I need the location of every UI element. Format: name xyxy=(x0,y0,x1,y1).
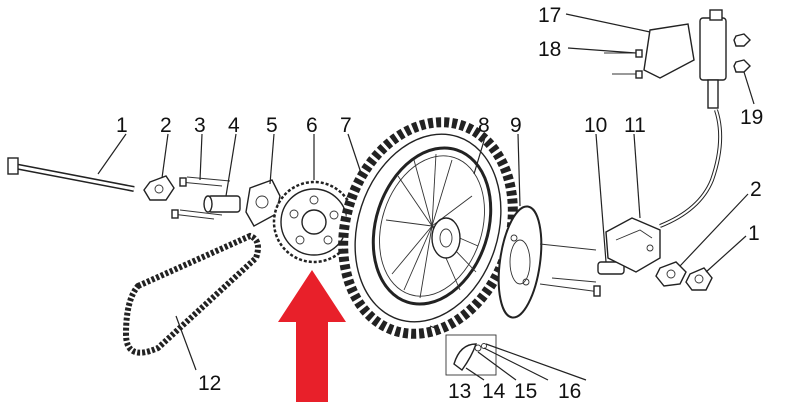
sprocket-bolts xyxy=(171,176,231,220)
label-part-10: 10 xyxy=(584,114,607,137)
drive-chain xyxy=(122,232,261,356)
label-part-6: 6 xyxy=(306,114,318,137)
label-part-9: 9 xyxy=(510,114,522,137)
rear-wheel-tire xyxy=(338,117,518,339)
label-part-3: 3 xyxy=(194,114,206,137)
valve-kit xyxy=(445,334,497,376)
axle-nut xyxy=(143,175,175,201)
axle-nut-right xyxy=(655,261,687,287)
master-cylinder xyxy=(643,9,727,109)
label-part-5: 5 xyxy=(266,114,278,137)
spacer xyxy=(203,195,241,213)
axle-end-cap xyxy=(685,267,713,291)
mount-bolts xyxy=(604,49,643,79)
label-part-15: 15 xyxy=(514,380,537,403)
brake-disc xyxy=(497,205,543,319)
label-part-2: 2 xyxy=(160,114,172,137)
label-part-14: 14 xyxy=(482,380,506,403)
axle xyxy=(7,157,135,192)
label-part-16: 16 xyxy=(558,380,581,403)
label-part-8: 8 xyxy=(478,114,490,137)
rear-caliper xyxy=(605,217,661,273)
callout-labels: 1 2 3 4 5 6 7 8 9 10 11 12 13 14 15 16 1… xyxy=(116,4,763,403)
label-part-4: 4 xyxy=(228,114,240,137)
mount-nuts xyxy=(733,33,751,73)
rear-sprocket xyxy=(272,180,356,264)
label-part-13: 13 xyxy=(448,380,471,403)
label-part-19: 19 xyxy=(740,106,763,129)
red-arrow xyxy=(278,270,346,402)
label-part-2-right: 2 xyxy=(750,178,762,201)
label-part-11: 11 xyxy=(624,114,646,137)
label-part-1: 1 xyxy=(116,114,128,137)
label-part-18: 18 xyxy=(538,38,561,61)
leader-lines xyxy=(97,13,755,381)
label-part-7: 7 xyxy=(340,114,352,137)
label-part-17: 17 xyxy=(538,4,561,27)
label-part-12: 12 xyxy=(198,372,221,395)
brake-hose xyxy=(659,109,723,228)
label-part-1-right: 1 xyxy=(748,222,760,245)
caliper-spacer xyxy=(539,243,625,297)
